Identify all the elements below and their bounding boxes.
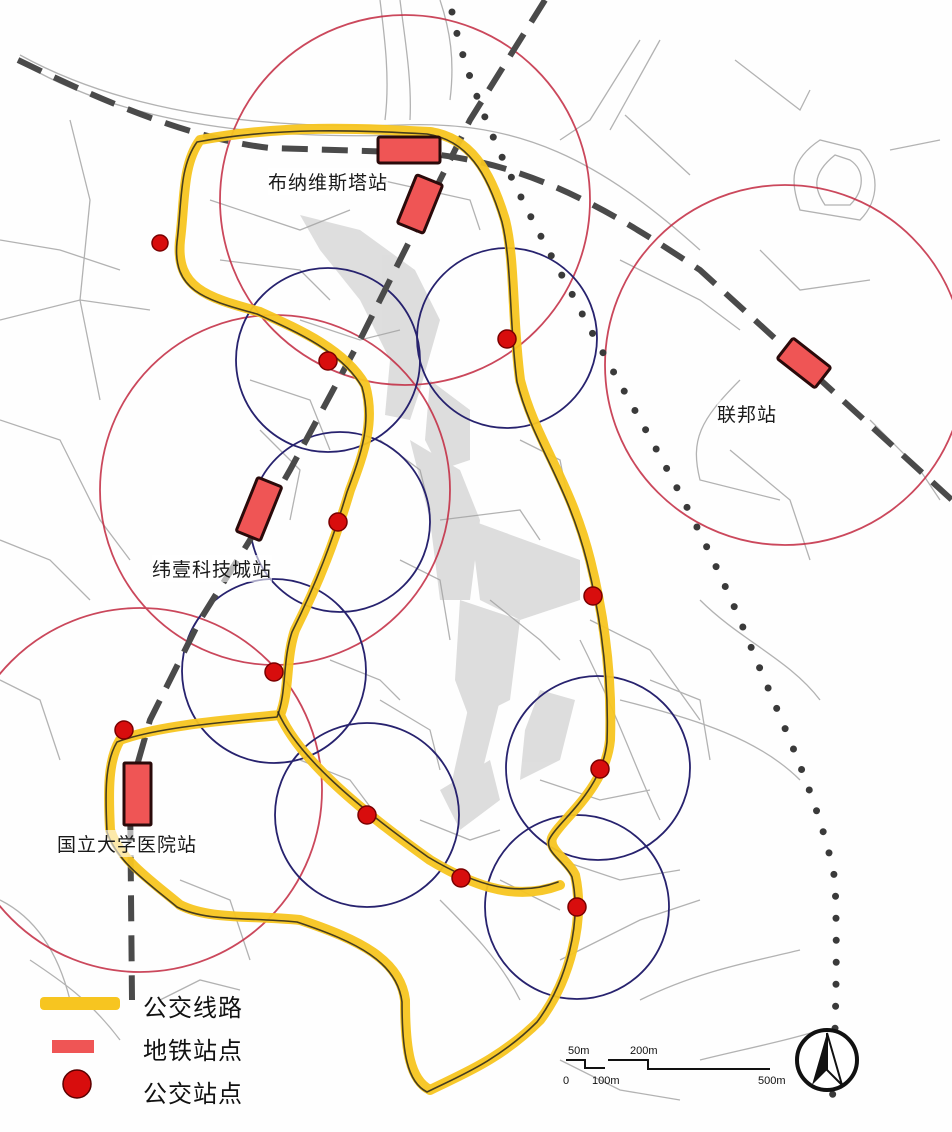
metro-stations xyxy=(122,135,832,827)
scale-label-500m: 500m xyxy=(758,1075,786,1087)
metro-station-buona-vista-b xyxy=(396,173,444,235)
scale-label-100m: 100m xyxy=(592,1075,620,1087)
bus-route xyxy=(104,123,616,1095)
scale-label-50m: 50m xyxy=(568,1045,590,1057)
bus-catchment-circles xyxy=(181,247,691,1000)
station-label-federal: 联邦站 xyxy=(717,400,778,427)
legend-label-bus-route: 公交线路 xyxy=(143,994,243,1022)
station-label-one-north: 纬壹科技城站 xyxy=(152,555,273,582)
station-label-nuh: 国立大学医院站 xyxy=(57,830,198,857)
metro-station-nuh xyxy=(122,761,153,827)
dotted-line xyxy=(448,8,840,1114)
scale-label-200m: 200m xyxy=(630,1045,658,1057)
legend-symbols xyxy=(40,997,120,1099)
north-arrow-icon xyxy=(795,1028,859,1092)
legend-metro-station-symbol xyxy=(52,1040,94,1053)
scale-bar xyxy=(566,1059,770,1070)
scale-label-0: 0 xyxy=(563,1075,570,1087)
legend-label-metro-station: 地铁站点 xyxy=(143,1037,243,1065)
streets xyxy=(0,0,941,1101)
metro-station-buona-vista-a xyxy=(376,135,442,165)
station-label-buona-vista: 布纳维斯塔站 xyxy=(268,168,389,195)
legend-bus-route-symbol xyxy=(40,997,120,1010)
legend-bus-stop-symbol xyxy=(62,1069,92,1099)
metro-station-one-north xyxy=(235,476,283,542)
bus-stops xyxy=(114,234,610,917)
metro-station-federal xyxy=(776,337,832,389)
legend-label-bus-stop: 公交站点 xyxy=(143,1080,243,1108)
